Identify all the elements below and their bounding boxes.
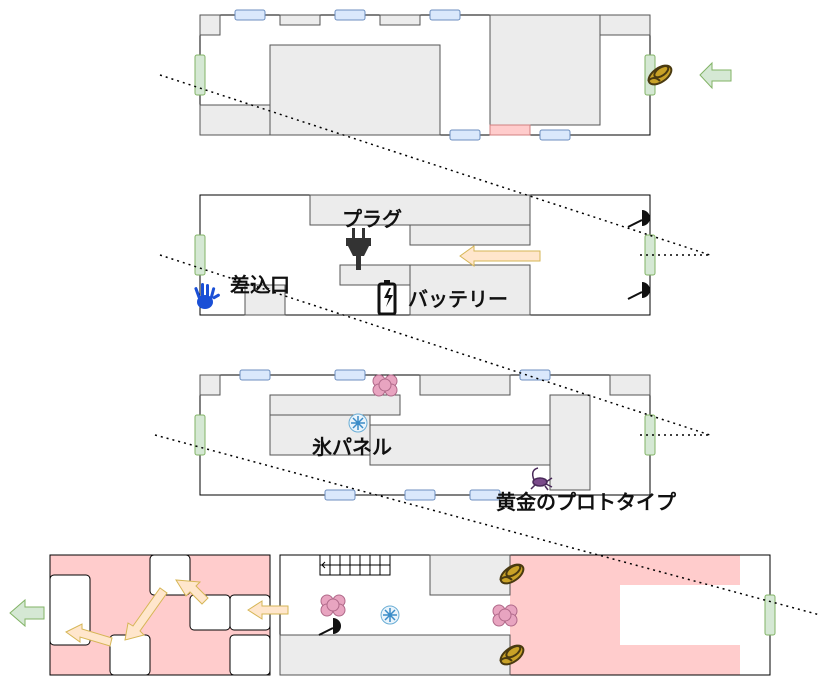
battery-label: バッテリー bbox=[408, 287, 508, 311]
arrow-icon bbox=[459, 245, 541, 267]
car-1 bbox=[194, 9, 732, 141]
battery-icon bbox=[377, 280, 397, 316]
window bbox=[239, 369, 551, 501]
door bbox=[194, 234, 656, 276]
car-2: プラグ 差込口 バッテリー bbox=[194, 194, 656, 316]
arrow-icon bbox=[699, 61, 732, 90]
window bbox=[234, 9, 571, 141]
route-lines bbox=[154, 74, 821, 616]
plug-icon bbox=[346, 228, 371, 270]
snowflake-icon bbox=[348, 413, 368, 433]
arrow-icon bbox=[65, 579, 289, 647]
arrow-icon bbox=[9, 598, 45, 628]
stairs bbox=[319, 554, 391, 576]
outlet-label: 差込口 bbox=[230, 273, 290, 297]
snowflake-icon bbox=[380, 605, 400, 625]
scorpion-icon bbox=[530, 467, 553, 491]
hand-icon bbox=[194, 283, 220, 309]
plug-label: プラグ bbox=[342, 207, 402, 231]
golden-prototype-label: 黄金のプロトタイプ bbox=[496, 490, 677, 514]
car-4 bbox=[279, 554, 776, 676]
car-3: 氷パネル 黄金のプロトタイプ bbox=[194, 369, 677, 514]
door bbox=[764, 594, 776, 636]
door bbox=[194, 414, 656, 456]
car-5 bbox=[9, 554, 289, 676]
ice-panel-label: 氷パネル bbox=[312, 435, 392, 459]
